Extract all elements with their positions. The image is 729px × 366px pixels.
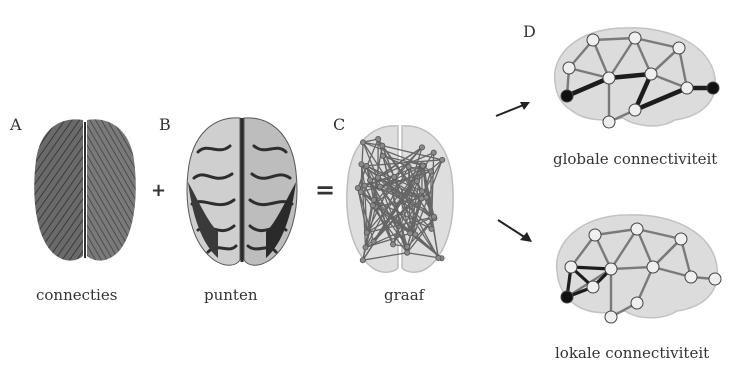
- graph-node: [589, 229, 601, 241]
- graph-node: [420, 163, 425, 168]
- plus-sign: +: [151, 180, 166, 201]
- graph-node: [376, 136, 381, 141]
- graph-brain-image: [340, 122, 460, 278]
- graph-node: [673, 42, 685, 54]
- graph-node: [406, 164, 411, 169]
- graph-endpoint-node: [707, 82, 719, 94]
- graph-node: [413, 232, 418, 237]
- graph-node: [414, 178, 419, 183]
- graph-node: [563, 62, 575, 74]
- global-connectivity-brain: [543, 22, 725, 142]
- graph-node: [685, 271, 697, 283]
- caption-punten: punten: [204, 286, 258, 304]
- caption-globale-connectiviteit: globale connectiviteit: [553, 150, 717, 168]
- graph-node: [359, 162, 364, 167]
- graph-node: [419, 189, 424, 194]
- caption-graaf: graaf: [384, 286, 424, 304]
- graph-node: [428, 169, 433, 174]
- panel-b-letter: B: [159, 115, 171, 134]
- graph-node: [362, 183, 367, 188]
- graph-node: [360, 140, 365, 145]
- graph-node: [431, 214, 436, 219]
- graph-center-node: [561, 291, 573, 303]
- equals-sign: =: [315, 176, 335, 204]
- graph-node: [371, 197, 376, 202]
- local-connectivity-brain: [545, 207, 727, 337]
- graph-node: [392, 174, 397, 179]
- graph-node: [360, 258, 365, 263]
- caption-lokale-connectiviteit: lokale connectiviteit: [555, 344, 709, 362]
- graph-node: [631, 297, 643, 309]
- graph-node: [378, 184, 383, 189]
- graph-node: [371, 239, 376, 244]
- graph-node: [390, 242, 395, 247]
- panel-d-letter: D: [523, 22, 536, 41]
- graph-node: [380, 143, 385, 148]
- graph-node: [587, 281, 599, 293]
- graph-node: [419, 145, 424, 150]
- graph-node: [431, 150, 436, 155]
- graph-node: [364, 163, 369, 168]
- graph-node: [405, 250, 410, 255]
- graph-node: [675, 233, 687, 245]
- graph-node: [424, 195, 429, 200]
- graph-node: [587, 34, 599, 46]
- graph-node: [645, 68, 657, 80]
- graph-node: [631, 223, 643, 235]
- graph-node: [603, 116, 615, 128]
- graph-node: [370, 203, 375, 208]
- graph-node: [408, 231, 413, 236]
- cortex-brain-image: [178, 112, 306, 272]
- graph-endpoint-node: [561, 90, 573, 102]
- graph-node: [605, 311, 617, 323]
- graph-node: [380, 153, 385, 158]
- graph-node: [629, 104, 641, 116]
- graph-node: [603, 72, 615, 84]
- graph-node: [429, 226, 434, 231]
- graph-node: [629, 32, 641, 44]
- graph-node: [405, 244, 410, 249]
- graph-node: [363, 245, 368, 250]
- graph-node: [355, 185, 360, 190]
- graph-node: [565, 261, 577, 273]
- graph-node: [440, 157, 445, 162]
- arrow-to-global: [494, 96, 534, 122]
- graph-node: [709, 273, 721, 285]
- caption-connecties: connecties: [36, 286, 117, 304]
- graph-node: [436, 255, 441, 260]
- graph-node: [419, 196, 424, 201]
- graph-node: [367, 178, 372, 183]
- graph-node: [647, 261, 659, 273]
- graph-node: [681, 82, 693, 94]
- graph-node: [364, 230, 369, 235]
- graph-node: [375, 175, 380, 180]
- graph-node: [605, 263, 617, 275]
- tractography-brain-image: [20, 110, 150, 270]
- arrow-to-local: [496, 216, 536, 246]
